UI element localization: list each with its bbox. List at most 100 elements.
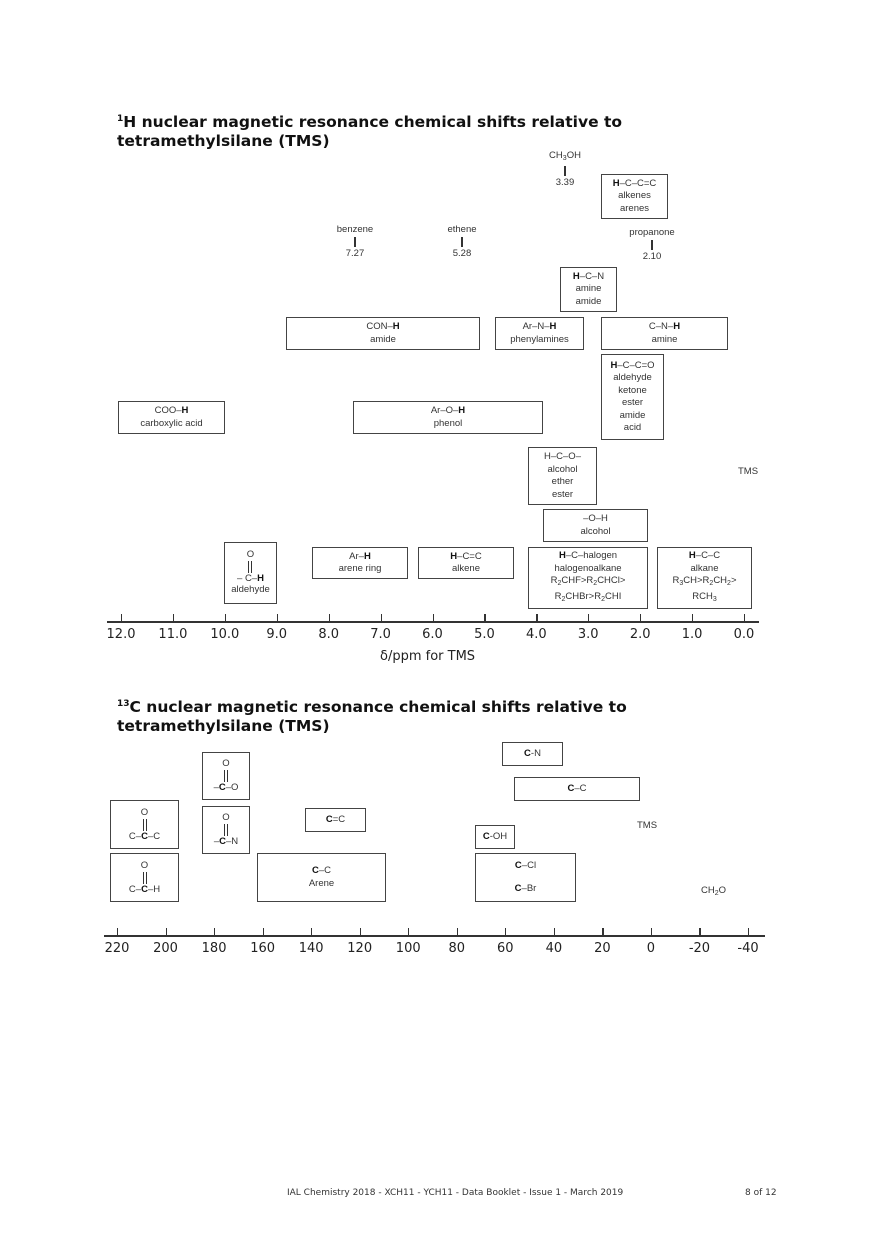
h-nmr-tick-mark bbox=[484, 614, 486, 622]
range-box-ketone-carbonyl: O C–C–C bbox=[110, 800, 179, 849]
h-nmr-tick-mark bbox=[276, 614, 278, 622]
marker-propanone-value: 2.10 bbox=[642, 251, 662, 262]
range-box-cooh-carboxylic-acid: COO–H carboxylic acid bbox=[118, 401, 225, 434]
h-nmr-tick-mark bbox=[328, 614, 330, 622]
c-nmr-tick-mark bbox=[262, 928, 264, 936]
h-nmr-tick-mark bbox=[692, 614, 694, 622]
h-nmr-tick-label: 1.0 bbox=[681, 627, 703, 642]
h-nmr-tick-label: 8.0 bbox=[318, 627, 339, 642]
footer-page-number: 8 of 12 bbox=[745, 1188, 777, 1198]
c-nmr-tick-label: 80 bbox=[448, 941, 466, 956]
c-nmr-tick-mark bbox=[456, 928, 458, 936]
range-box-arnh-phenylamines: Ar–N–H phenylamines bbox=[495, 317, 584, 350]
c-nmr-tick-label: 20 bbox=[594, 941, 611, 956]
h-nmr-tick-mark bbox=[640, 614, 642, 622]
c-nmr-tick-mark bbox=[650, 928, 653, 936]
c-nmr-tick-label: 200 bbox=[153, 941, 178, 956]
h-nmr-tick-label: 6.0 bbox=[422, 627, 443, 642]
h-nmr-tick-label: 10.0 bbox=[210, 627, 240, 642]
h-nmr-tick-mark bbox=[224, 614, 227, 622]
range-box-aldehyde-carbonyl: O C–C–H bbox=[110, 853, 179, 902]
marker-propanone-label: propanone bbox=[629, 227, 675, 238]
h-nmr-tick-label: 9.0 bbox=[266, 627, 288, 642]
h-nmr-tick-mark bbox=[172, 614, 175, 622]
c-nmr-tick-label: 220 bbox=[104, 941, 130, 956]
range-box-aldehyde: O – C–H aldehyde bbox=[224, 542, 277, 604]
marker-benzene: benzene 7.27 bbox=[330, 224, 380, 260]
marker-ch3oh: CH3OH 3.39 bbox=[543, 150, 587, 189]
range-box-amide-carbonyl: O –C–N bbox=[202, 806, 250, 854]
range-box-aroh-phenol: Ar–O–H phenol bbox=[353, 401, 543, 434]
h-nmr-tick-label: 5.0 bbox=[474, 627, 495, 642]
h-nmr-tick-mark bbox=[744, 614, 746, 622]
c-nmr-tick-mark bbox=[699, 928, 701, 936]
range-box-c-halogen: C–Cl C–Br bbox=[475, 853, 576, 902]
marker-ch3oh-value: 3.39 bbox=[555, 177, 575, 188]
footer-document-info: IAL Chemistry 2018 - XCH11 - YCH11 - Dat… bbox=[287, 1188, 624, 1198]
range-box-arene: C–C Arene bbox=[257, 853, 386, 902]
range-box-hccc-alkenes: H–C–C=C alkenes arenes bbox=[601, 174, 668, 219]
marker-ethene: ethene 5.28 bbox=[437, 224, 487, 260]
marker-ethene-label: ethene bbox=[447, 224, 477, 235]
c-nmr-tick-label: 140 bbox=[298, 941, 324, 956]
range-box-c-c-alkane: C–C bbox=[514, 777, 640, 801]
h-nmr-tick-mark bbox=[536, 614, 538, 622]
h-nmr-tick-mark bbox=[121, 614, 123, 622]
c-nmr-tick-mark bbox=[505, 928, 507, 936]
c-nmr-tick-mark bbox=[311, 928, 313, 936]
h-nmr-tick-mark bbox=[588, 614, 590, 622]
c-nmr-tick-label: -40 bbox=[737, 941, 759, 956]
marker-benzene-label: benzene bbox=[336, 224, 374, 235]
c-nmr-tick-label: 100 bbox=[395, 941, 421, 956]
h-nmr-tick-mark bbox=[432, 614, 434, 622]
range-box-cnh-amine: C–N–H amine bbox=[601, 317, 728, 350]
c-nmr-tick-mark bbox=[117, 928, 119, 936]
ch2o-label: CH2O bbox=[701, 885, 727, 897]
h-nmr-tick-label: 0.0 bbox=[733, 627, 755, 642]
h-nmr-tick-label: 7.0 bbox=[370, 627, 391, 642]
c-nmr-tick-label: 60 bbox=[497, 941, 514, 956]
c-nmr-tick-mark bbox=[214, 928, 216, 936]
c-nmr-title: 13C nuclear magnetic resonance chemical … bbox=[117, 698, 627, 735]
marker-ethene-value: 5.28 bbox=[452, 248, 472, 259]
h-nmr-tick-label: 12.0 bbox=[106, 627, 136, 642]
c-nmr-tick-mark bbox=[359, 928, 361, 936]
h-nmr-title: 1H nuclear magnetic resonance chemical s… bbox=[117, 113, 623, 150]
h-nmr-tick-label: 2.0 bbox=[629, 627, 651, 642]
c-nmr-tick-mark bbox=[748, 928, 750, 936]
h-nmr-tick-label: 11.0 bbox=[158, 627, 188, 642]
range-box-oh-alcohol: –O–H alcohol bbox=[543, 509, 648, 542]
marker-ch3oh-label: CH3OH bbox=[549, 150, 581, 162]
c-nmr-tick-mark bbox=[165, 928, 167, 936]
range-box-hco-alcohol-ether-ester: H–C–O– alcohol ether ester bbox=[528, 447, 597, 505]
tms-label-c: TMS bbox=[637, 820, 658, 831]
c-nmr-tick-label: 160 bbox=[250, 941, 276, 956]
c-nmr-x-axis bbox=[104, 935, 765, 937]
range-box-arh-arene-ring: Ar–H arene ring bbox=[312, 547, 408, 579]
c-nmr-tick-label: 180 bbox=[201, 941, 227, 956]
range-box-c-oh: C-OH bbox=[475, 825, 515, 849]
h-nmr-tick-mark bbox=[380, 614, 382, 622]
c-nmr-tick-label: 40 bbox=[545, 941, 563, 956]
tms-label-h: TMS bbox=[738, 466, 759, 477]
range-box-conh-amide: CON–H amide bbox=[286, 317, 480, 350]
c-nmr-tick-mark bbox=[553, 928, 556, 936]
h-nmr-axis-title: δ/ppm for TMS bbox=[380, 649, 476, 664]
c-nmr-tick-label: -20 bbox=[688, 941, 711, 956]
range-box-c-n: C-N bbox=[502, 742, 563, 766]
h-nmr-tick-label: 4.0 bbox=[525, 627, 547, 642]
range-box-halogenoalkane: H–C–halogen halogenoalkane R2CHF>R2CHCl>… bbox=[528, 547, 648, 609]
c-nmr-tick-mark bbox=[408, 928, 410, 936]
c-nmr-tick-mark bbox=[602, 928, 604, 936]
range-box-hcc-alkene: H–C=C alkene bbox=[418, 547, 514, 579]
range-box-hcn-amine: H–C–N amine amide bbox=[560, 267, 617, 312]
c-nmr-tick-label: 0 bbox=[646, 941, 656, 956]
h-nmr-tick-label: 3.0 bbox=[577, 627, 599, 642]
range-box-alkane: H–C–C alkane R3CH>R2CH2> RCH3 bbox=[657, 547, 752, 609]
c-nmr-tick-label: 120 bbox=[347, 941, 373, 956]
range-box-acid-ester-carbonyl: O –C–O bbox=[202, 752, 250, 800]
range-box-hcco-carbonyl: H–C–C=O aldehyde ketone ester amide acid bbox=[601, 354, 664, 440]
marker-propanone: propanone 2.10 bbox=[621, 227, 683, 263]
range-box-c-double-c: C=C bbox=[305, 808, 366, 832]
marker-benzene-value: 7.27 bbox=[345, 248, 365, 259]
